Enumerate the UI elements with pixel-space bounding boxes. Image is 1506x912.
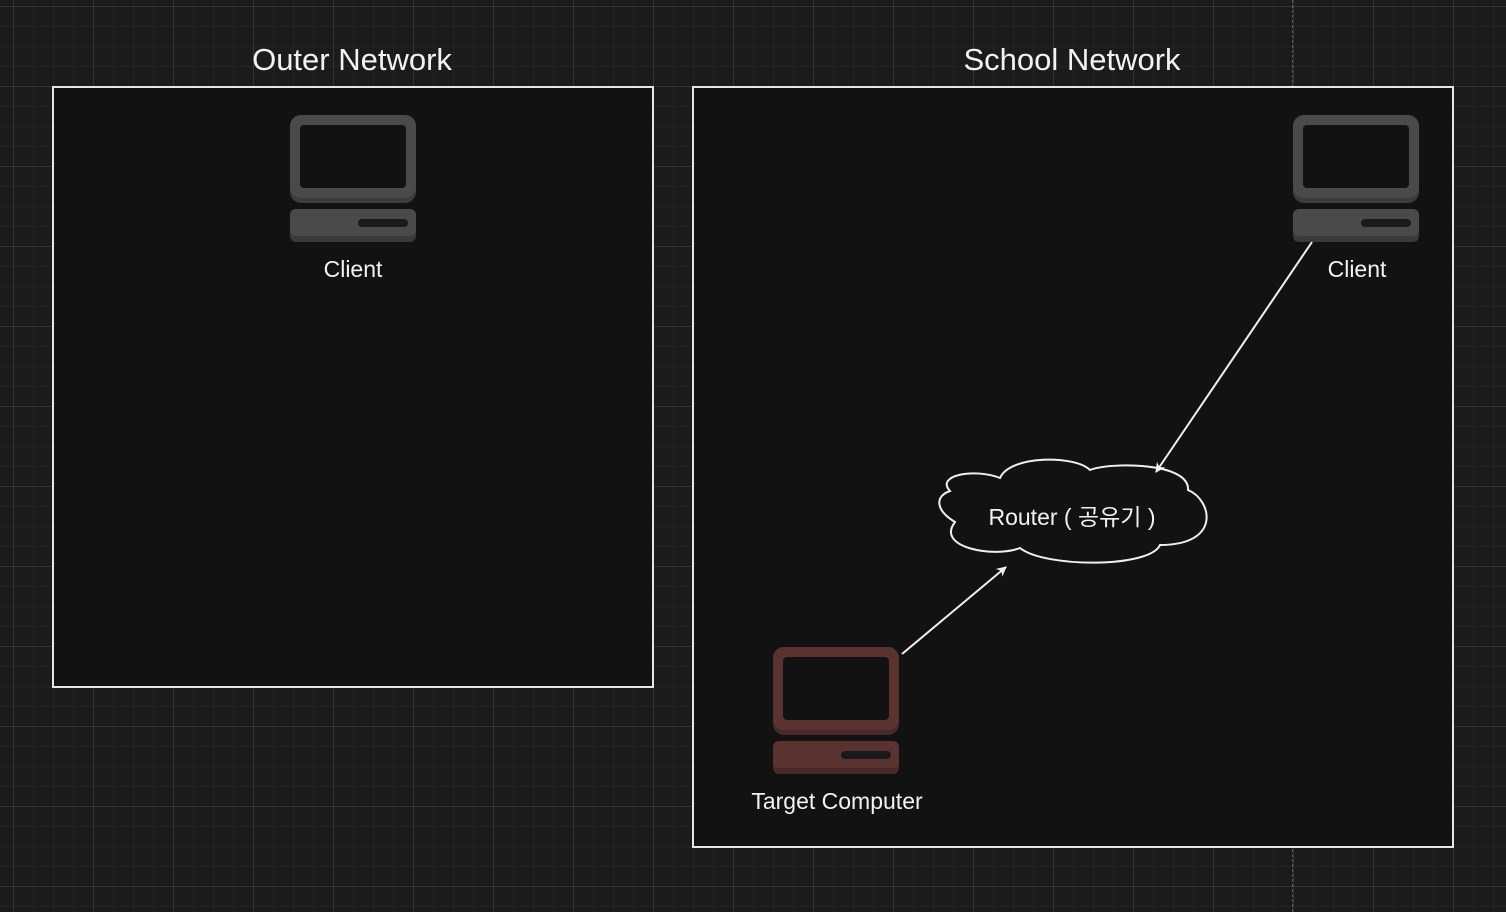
outer-client-label: Client bbox=[323, 256, 383, 282]
connection-target-to-router[interactable] bbox=[901, 566, 1007, 655]
outer-client-node[interactable] bbox=[290, 115, 416, 242]
desktop-computer-icon bbox=[1293, 115, 1419, 242]
connection-client-to-router[interactable] bbox=[1155, 241, 1313, 473]
school-client-node[interactable] bbox=[1293, 115, 1419, 242]
school-network-title: School Network bbox=[963, 42, 1181, 77]
target-computer-label: Target Computer bbox=[751, 788, 923, 814]
router-label: Router ( 공유기 ) bbox=[988, 504, 1156, 530]
target-computer-node[interactable] bbox=[773, 647, 899, 774]
desktop-computer-icon bbox=[290, 115, 416, 242]
cloud-icon[interactable] bbox=[938, 458, 1208, 564]
school-client-label: Client bbox=[1327, 256, 1387, 282]
outer-network-title: Outer Network bbox=[252, 42, 452, 77]
desktop-computer-icon bbox=[773, 647, 899, 774]
